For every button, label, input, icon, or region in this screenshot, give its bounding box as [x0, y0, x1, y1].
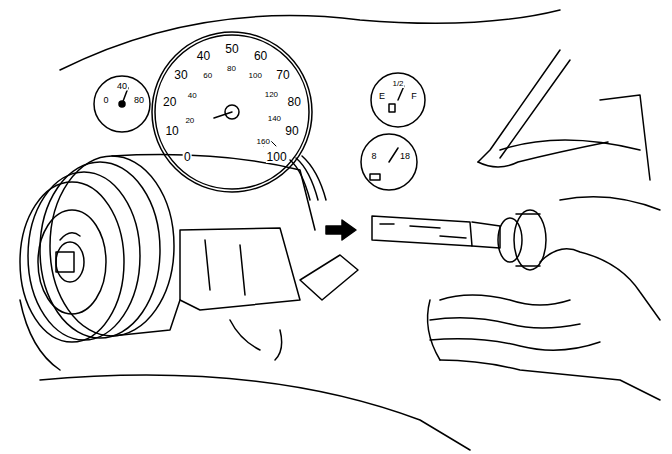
gauge-number: 160 — [256, 138, 271, 146]
steering-column — [20, 155, 358, 360]
gauge-number: 60 — [202, 72, 213, 80]
gauge-number: 120 — [264, 91, 279, 99]
gauge-number: 8 — [370, 152, 377, 161]
hand — [428, 50, 660, 400]
gauge-number: 80 — [287, 96, 302, 108]
gauge-number: 70 — [275, 69, 290, 81]
gauge-number: E — [378, 92, 386, 101]
voltmeter-gauge — [361, 134, 417, 190]
gauge-number: 140 — [267, 115, 282, 123]
gauge-number: 18 — [399, 152, 411, 161]
gauge-number: 30 — [173, 69, 188, 81]
gauge-number: 40 — [187, 92, 198, 100]
gauge-number: 50 — [224, 43, 239, 55]
gauge-number: 80 — [226, 65, 237, 73]
gauge-number: 1/2 — [391, 80, 404, 88]
gauge-number: 10 — [164, 125, 179, 137]
direction-arrow — [326, 220, 356, 240]
gauge-number: 40 — [116, 82, 128, 91]
oil-gauge — [94, 76, 150, 132]
fuel-gauge — [371, 73, 425, 127]
gauge-number: 100 — [248, 72, 263, 80]
gauge-number: 90 — [284, 125, 299, 137]
lock-cylinder — [372, 210, 546, 270]
gauge-number: 60 — [253, 50, 268, 62]
speedometer — [152, 32, 312, 192]
gauge-number: 20 — [162, 96, 177, 108]
dashboard-outline — [20, 10, 660, 450]
gauge-number: 0 — [183, 151, 192, 163]
gauge-number: 40 — [196, 50, 211, 62]
gauge-number: 20 — [184, 117, 195, 125]
gauge-number: 0 — [102, 96, 109, 105]
gauge-number: 100 — [266, 151, 288, 163]
gauge-number: 80 — [133, 96, 145, 105]
gauge-number: F — [410, 92, 418, 101]
